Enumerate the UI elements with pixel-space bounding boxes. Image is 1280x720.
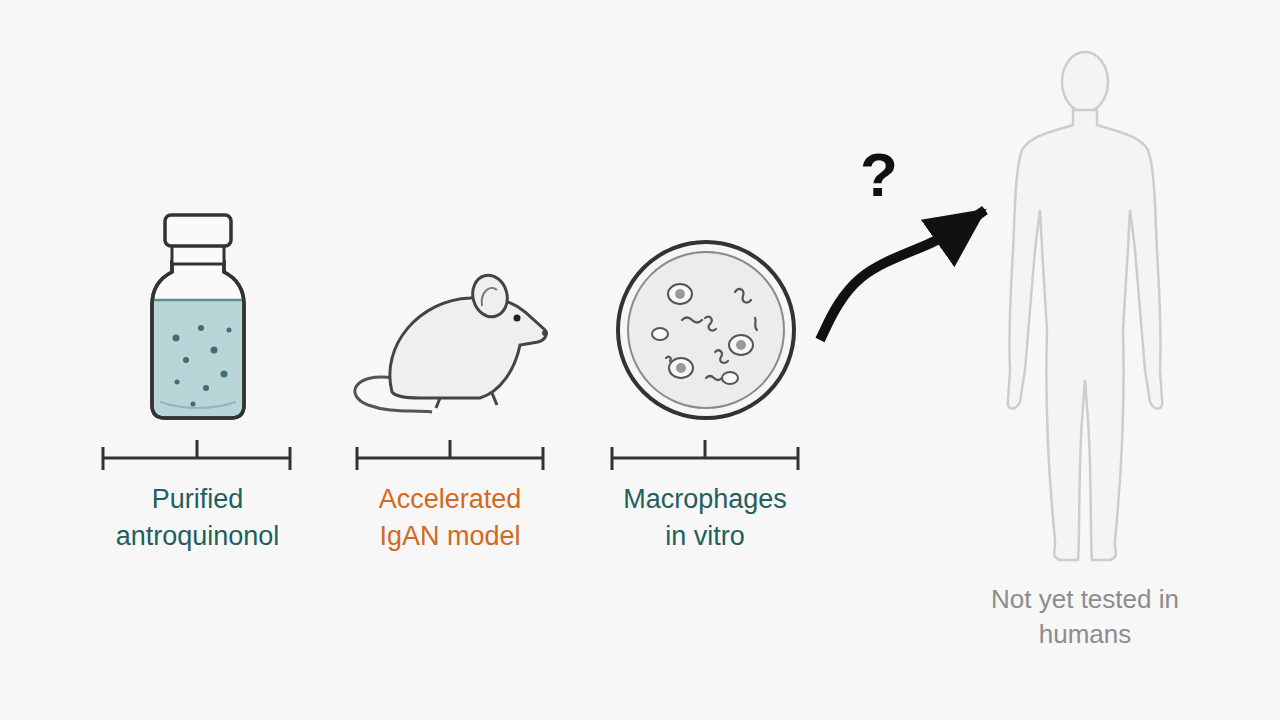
bracket — [357, 440, 543, 470]
mouse-icon — [355, 271, 548, 412]
node-label: Accelerated IgAN model — [357, 481, 543, 555]
question-mark: ? — [849, 144, 909, 206]
human-silhouette — [1008, 52, 1163, 560]
node-label: Purified antroquinonol — [105, 481, 291, 555]
mouse-nose — [542, 330, 548, 336]
mouse-eye — [514, 315, 521, 322]
mouse-body — [390, 298, 546, 398]
particles — [173, 325, 232, 407]
bacteria — [666, 289, 757, 380]
nuclei — [675, 289, 746, 373]
bottle-outline — [152, 262, 244, 418]
bottle-node: Purified antroquinonol — [80, 200, 315, 560]
mouse-node: Accelerated IgAN model — [335, 260, 565, 560]
node-label: Macrophages in vitro — [612, 481, 798, 555]
mouse-ear-inner — [482, 288, 497, 306]
mouse-feet — [436, 393, 497, 408]
bracket — [612, 440, 798, 470]
human-body — [1008, 110, 1163, 560]
scale-brackets — [103, 440, 798, 470]
dish-node: Macrophages in vitro — [590, 230, 820, 560]
petri-dish-icon — [618, 242, 794, 418]
bracket — [103, 440, 290, 470]
bottle-cap — [165, 215, 231, 246]
curved-arrow — [820, 210, 985, 340]
liquid-base — [160, 402, 236, 408]
human-head — [1062, 52, 1108, 112]
bottle-body — [152, 262, 244, 418]
bottle-icon — [152, 215, 244, 418]
dish-inner — [628, 252, 784, 408]
bottle-liquid — [154, 300, 242, 416]
node-label: Not yet tested in humans — [990, 582, 1180, 652]
mouse-ear — [468, 271, 512, 320]
human-node: Not yet tested in humans — [985, 45, 1185, 660]
cells — [652, 284, 753, 384]
dish-rim — [618, 242, 794, 418]
liquid-surface — [154, 299, 242, 302]
